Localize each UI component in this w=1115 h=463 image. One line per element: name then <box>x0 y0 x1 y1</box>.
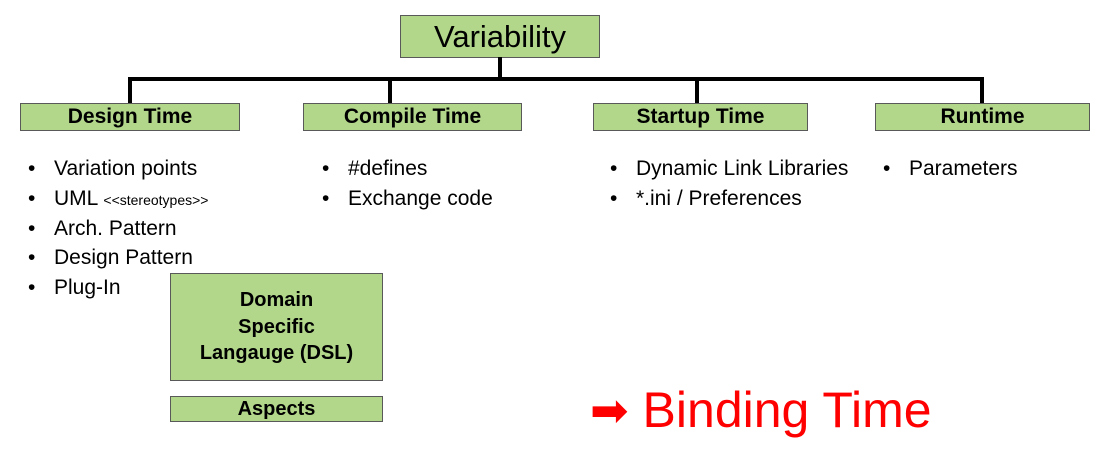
node-design-time[interactable]: Design Time <box>20 103 240 131</box>
bullet-icon: • <box>28 186 36 210</box>
bullet-list-design-time: • Variation points • UML <<stereotypes>>… <box>28 154 303 303</box>
connector-root-stem <box>498 57 502 79</box>
bullet-icon: • <box>28 157 36 180</box>
list-item-label: Dynamic Link Libraries <box>636 157 849 180</box>
list-item: • Exchange code <box>322 184 582 214</box>
node-dsl-label-line2: Specific <box>238 315 315 338</box>
bullet-list-runtime: • Parameters <box>883 154 1108 184</box>
connector-drop-runtime <box>980 77 984 104</box>
node-design-time-label: Design Time <box>67 105 193 128</box>
connector-drop-design-time <box>128 77 132 104</box>
bullet-icon: • <box>610 186 618 210</box>
list-item-main-text: UML <box>54 186 104 210</box>
bullet-icon: • <box>610 157 618 180</box>
list-item: • Dynamic Link Libraries <box>610 154 858 184</box>
list-item-label: UML <<stereotypes>> <box>54 184 303 214</box>
node-dsl-label-line1: Domain <box>239 289 314 312</box>
bullet-icon: • <box>28 216 36 240</box>
node-runtime[interactable]: Runtime <box>875 103 1090 131</box>
list-item: • UML <<stereotypes>> <box>28 184 303 214</box>
list-item: • Plug-In <box>28 273 303 303</box>
list-item: • Parameters <box>883 154 1108 184</box>
list-item-label: Arch. Pattern <box>54 216 177 240</box>
node-domain-specific-language[interactable]: Domain Specific Langauge (DSL) <box>170 273 383 381</box>
node-compile-time[interactable]: Compile Time <box>303 103 522 131</box>
list-item-label: *.ini / Preferences <box>636 186 802 210</box>
connector-drop-startup-time <box>695 77 699 104</box>
bullet-icon: • <box>28 246 36 270</box>
list-item-label: Design Pattern <box>54 246 193 270</box>
bullet-icon: • <box>322 186 330 210</box>
callout-binding-time-label: Binding Time <box>642 382 932 438</box>
list-item: • *.ini / Preferences <box>610 184 858 214</box>
node-dsl-label-line3: Langauge (DSL) <box>199 342 354 365</box>
list-item-label: Parameters <box>909 157 1018 180</box>
callout-binding-time: ➡ Binding Time <box>590 385 932 435</box>
bullet-icon: • <box>322 157 330 180</box>
list-item-label: Plug-In <box>54 276 121 300</box>
bullet-list-startup-time: • Dynamic Link Libraries • *.ini / Prefe… <box>610 154 858 214</box>
node-aspects[interactable]: Aspects <box>170 396 383 422</box>
list-item-label: Exchange code <box>348 186 493 210</box>
node-startup-time-label: Startup Time <box>636 105 765 128</box>
node-compile-time-label: Compile Time <box>343 105 482 128</box>
node-runtime-label: Runtime <box>940 105 1025 128</box>
list-item: • Variation points <box>28 154 303 184</box>
list-item-stereotype-note: <<stereotypes>> <box>103 191 209 208</box>
bullet-icon: • <box>28 276 36 300</box>
node-variability[interactable]: Variability <box>400 15 600 58</box>
node-startup-time[interactable]: Startup Time <box>593 103 808 131</box>
node-variability-label: Variability <box>433 18 567 54</box>
bullet-list-compile-time: • #defines • Exchange code <box>322 154 582 214</box>
list-item: • Arch. Pattern <box>28 214 303 244</box>
list-item: • Design Pattern <box>28 243 303 273</box>
connector-drop-compile-time <box>388 77 392 104</box>
list-item-label: Variation points <box>54 157 198 180</box>
right-arrow-icon: ➡ <box>590 383 629 437</box>
list-item-label: #defines <box>348 157 428 180</box>
node-aspects-label: Aspects <box>237 397 316 420</box>
connector-horizontal-bus <box>128 77 984 81</box>
list-item: • #defines <box>322 154 582 184</box>
bullet-icon: • <box>883 157 891 180</box>
